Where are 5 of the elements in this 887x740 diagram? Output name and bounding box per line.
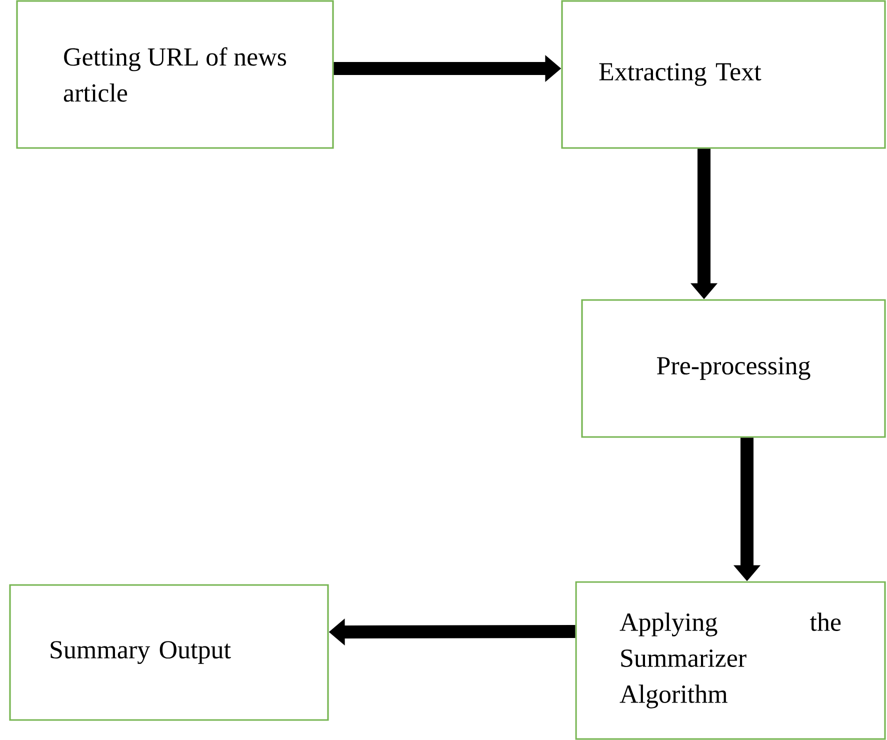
process-box: Extracting Text	[561, 0, 886, 149]
process-box: Summary Output	[9, 584, 329, 721]
process-box: Applying the Summarizer Algorithm	[575, 581, 886, 740]
process-box: Getting URL of news article	[16, 0, 334, 149]
process-box: Pre-processing	[581, 299, 886, 438]
